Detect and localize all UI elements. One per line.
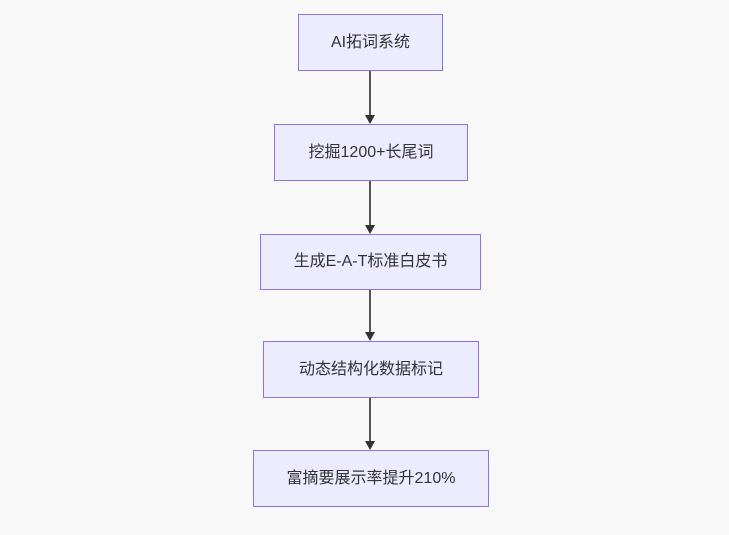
arrow-head-icon — [365, 441, 375, 450]
flow-node-eat-whitepaper: 生成E-A-T标准白皮书 — [260, 234, 481, 290]
flow-node-rich-snippet-uplift: 富摘要展示率提升210% — [253, 450, 489, 507]
flow-node-label: 富摘要展示率提升210% — [286, 469, 456, 487]
flow-node-longtail-mining: 挖掘1200+长尾词 — [274, 124, 468, 181]
flow-node-structured-data-markup: 动态结构化数据标记 — [263, 341, 479, 398]
arrow-head-icon — [365, 225, 375, 234]
flow-arrow-1 — [364, 71, 376, 124]
flow-arrow-4 — [364, 398, 376, 450]
arrow-line — [369, 290, 371, 332]
flow-node-label: 动态结构化数据标记 — [298, 360, 443, 378]
arrow-head-icon — [365, 332, 375, 341]
flow-node-ai-keyword-system: AI拓词系统 — [298, 14, 443, 71]
arrow-line — [369, 71, 371, 115]
flow-arrow-3 — [364, 290, 376, 341]
flow-arrow-2 — [364, 181, 376, 234]
arrow-head-icon — [365, 115, 375, 124]
flow-node-label: AI拓词系统 — [330, 33, 411, 51]
arrow-line — [369, 398, 371, 441]
flow-node-label: 挖掘1200+长尾词 — [308, 143, 434, 161]
flow-node-label: 生成E-A-T标准白皮书 — [293, 253, 448, 270]
arrow-line — [369, 181, 371, 225]
